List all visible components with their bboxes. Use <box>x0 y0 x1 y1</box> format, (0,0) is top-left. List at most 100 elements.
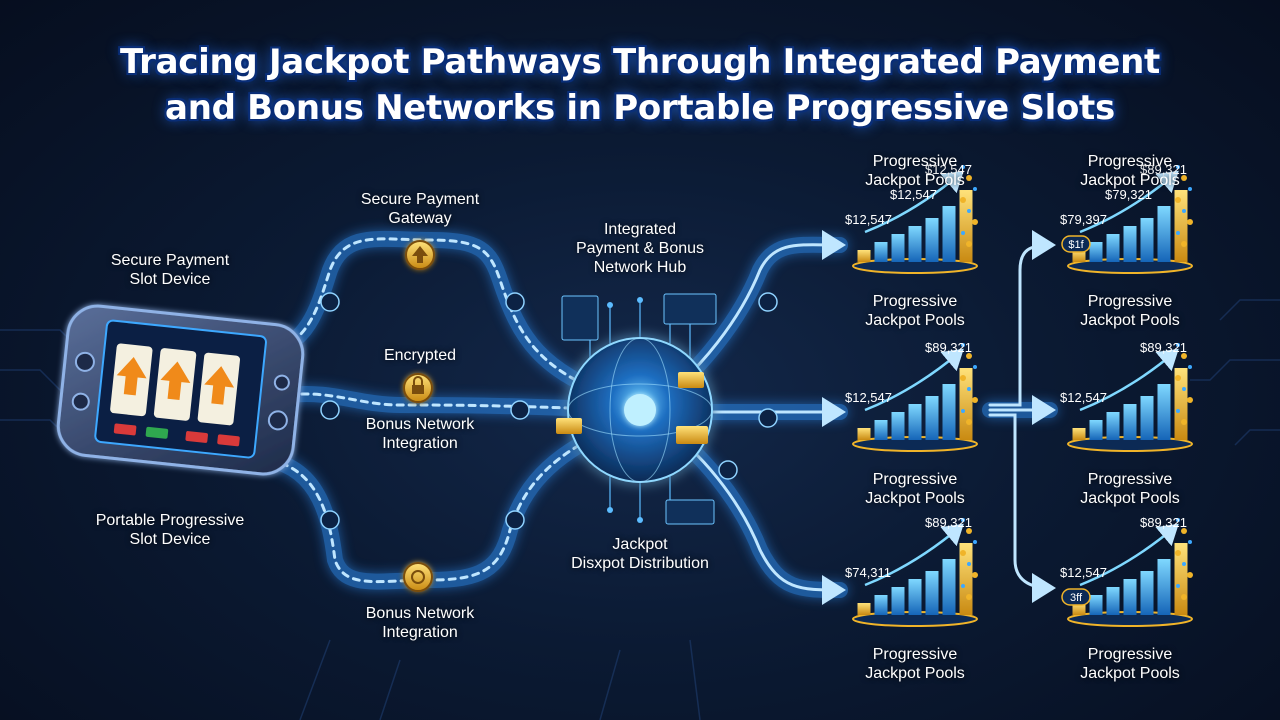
pool-badge <box>1061 588 1091 606</box>
pool-bar <box>908 226 922 262</box>
sparkle-dot <box>961 165 965 169</box>
pool-bar <box>1140 396 1154 440</box>
pool-bar <box>1140 571 1154 615</box>
pool-bar <box>1157 206 1171 262</box>
pool-chart-c2r2 <box>852 518 978 627</box>
sparkle-dot <box>1182 562 1186 566</box>
sparkle-dot <box>972 397 978 403</box>
path-node-icons <box>320 292 778 530</box>
sparkle-dot <box>961 409 965 413</box>
sparkle-dot <box>1187 572 1193 578</box>
jackpot-pools: $12,547 $12,547 $12,547 $79,397 $79,321 $89,3… <box>845 162 1193 627</box>
sparkle-dot <box>966 528 972 534</box>
pool-bar <box>908 579 922 615</box>
pool-chart-c1r1 <box>852 165 978 274</box>
pool-bar <box>1157 559 1171 615</box>
pool-bar <box>857 428 871 440</box>
pool-chart-c2r1 <box>1067 343 1193 452</box>
pool-bar <box>857 603 871 615</box>
pool-value-label: $12,547 <box>845 390 892 405</box>
pool-bar <box>1072 603 1086 615</box>
sparkle-dot <box>1188 365 1192 369</box>
sparkle-dot <box>1188 540 1192 544</box>
pool-bar <box>1123 226 1137 262</box>
pool-badge-text: 3ff <box>1070 592 1083 604</box>
pool-chart-c1r3 <box>852 343 978 452</box>
pool-trend-arrow <box>1079 523 1179 587</box>
pool-value-label: $12,547 <box>1060 565 1107 580</box>
sparkle-dot <box>1176 343 1180 347</box>
pool-bar <box>1106 234 1120 262</box>
pool-bar <box>1157 384 1171 440</box>
sparkle-dot <box>966 353 972 359</box>
pool-bar <box>1106 412 1120 440</box>
pool-bar <box>857 250 871 262</box>
pool-value-label: $89,321 <box>925 340 972 355</box>
sparkle-dot <box>1175 375 1181 381</box>
slot-device-icon <box>56 304 305 476</box>
pool-value-label: $12,547 <box>845 212 892 227</box>
lock-coin-icon <box>403 373 433 403</box>
coin-arrow-icon <box>405 240 435 270</box>
pool-bar <box>942 206 956 262</box>
sparkle-dot <box>973 365 977 369</box>
sparkle-dot <box>966 594 972 600</box>
pool-value-label: $89,321 <box>1140 515 1187 530</box>
pool-bar <box>1123 579 1137 615</box>
node-icon <box>320 292 340 312</box>
pool-bar <box>942 559 956 615</box>
sparkle-dot <box>1181 353 1187 359</box>
sparkle-dot <box>1175 197 1181 203</box>
sparkle-dot <box>1176 584 1180 588</box>
pool-value-label: $79,397 <box>1060 212 1107 227</box>
bonus-coin-icon <box>403 562 433 592</box>
node-icon <box>718 460 738 480</box>
sparkle-dot <box>1181 241 1187 247</box>
pool-bar <box>874 595 888 615</box>
sparkle-dot <box>966 175 972 181</box>
sparkle-dot <box>960 375 966 381</box>
pool-bar <box>1089 595 1103 615</box>
pool-bar <box>874 420 888 440</box>
pool-bar <box>1123 404 1137 440</box>
node-icon <box>758 292 778 312</box>
pool-chart-c1r2 <box>1067 165 1193 274</box>
sparkle-dot <box>967 209 971 213</box>
sparkle-dot <box>1176 231 1180 235</box>
sparkle-dot <box>973 187 977 191</box>
pool-bar <box>1106 587 1120 615</box>
pool-bar <box>1089 420 1103 440</box>
pool-trend-arrow <box>864 523 964 587</box>
pool-trend-arrow <box>864 348 964 412</box>
pool-value-label: $12,547 <box>1060 390 1107 405</box>
pool-trend-arrow <box>1079 348 1179 412</box>
sparkle-dot <box>967 562 971 566</box>
pool-bar <box>925 218 939 262</box>
pool-badge-text: $1f <box>1068 239 1084 251</box>
pool-bar <box>908 404 922 440</box>
pool-value-label: $89,321 <box>925 515 972 530</box>
pool-value-label: $89,321 <box>1140 340 1187 355</box>
pool-bar <box>891 234 905 262</box>
pool-value-label: $12,547 <box>890 187 937 202</box>
label-encrypted: Encrypted <box>383 347 457 364</box>
pool-bar <box>1089 242 1103 262</box>
network-hub-globe-icon <box>556 293 717 525</box>
pool-value-label: $79,321 <box>1105 187 1152 202</box>
pool-bar <box>942 384 956 440</box>
sparkle-dot <box>1176 165 1180 169</box>
node-icon <box>320 510 340 530</box>
pool-trend-arrow <box>864 170 964 234</box>
pool-bar <box>891 412 905 440</box>
